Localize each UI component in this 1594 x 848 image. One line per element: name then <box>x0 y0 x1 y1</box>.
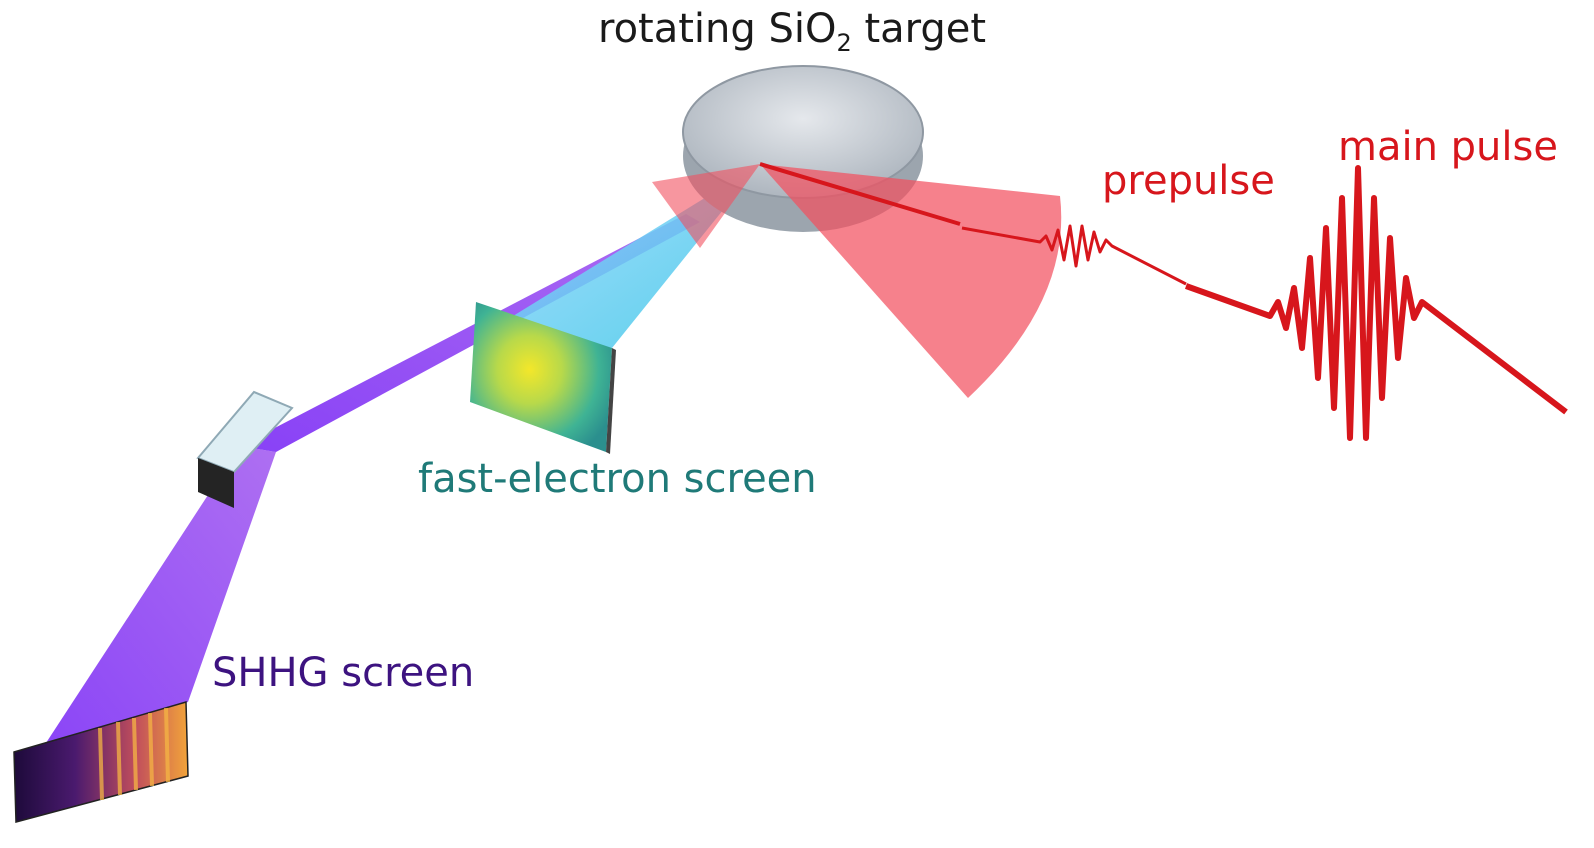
prepulse-label: prepulse <box>1102 158 1275 204</box>
shhg-beam-lower <box>44 446 276 746</box>
fast-electron-screen <box>470 302 616 454</box>
incoming-beam <box>759 162 961 226</box>
shhg-screen-label: SHHG screen <box>212 650 475 696</box>
target-label-suffix: target <box>851 6 987 52</box>
target-label-subscript: 2 <box>836 29 852 57</box>
target-label-prefix: rotating SiO <box>598 6 837 52</box>
fast-electron-screen-label: fast-electron screen <box>418 456 817 502</box>
shhg-screen <box>13 701 189 823</box>
back-reflection-cone <box>652 164 760 248</box>
main-pulse-waveform <box>1184 165 1568 441</box>
rotating-target-label: rotating SiO2 target <box>598 6 986 57</box>
prepulse-waveform <box>961 224 1187 286</box>
mirror <box>196 390 294 508</box>
main-pulse-label: main pulse <box>1338 124 1558 170</box>
reflected-laser-cone <box>760 164 1062 398</box>
